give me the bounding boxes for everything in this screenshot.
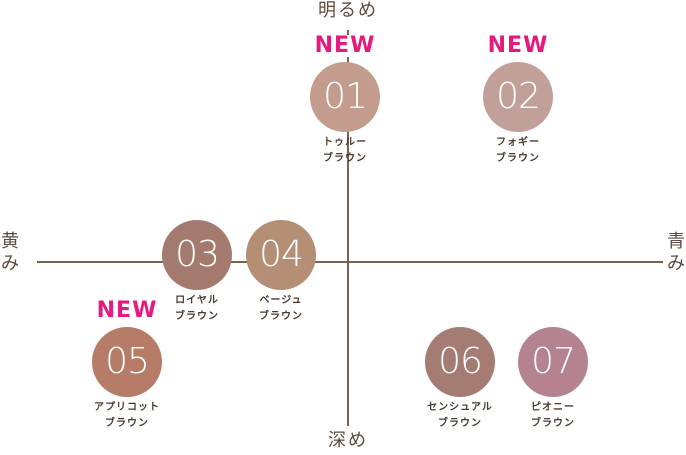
shade-name-line2: ブラウン — [105, 418, 149, 429]
shade-number: 04 — [259, 234, 304, 275]
axis-label-bottom: 深め — [318, 432, 378, 450]
shade-swatch-03: 03 — [162, 220, 232, 290]
shade-swatch-05: 05 — [92, 327, 162, 397]
new-badge: NEW — [92, 300, 162, 322]
shade-name-line1: ピオニー — [531, 402, 575, 413]
shade-number: 06 — [438, 341, 483, 382]
vertical-axis-line — [347, 30, 349, 426]
shade-swatch-02: 02 — [483, 62, 553, 132]
shade-number: 02 — [496, 76, 541, 117]
shade-swatch-01: 01 — [310, 62, 380, 132]
shade-name: ロイヤルブラウン — [137, 293, 257, 325]
shade-name: ピオニーブラウン — [493, 400, 613, 432]
new-badge: NEW — [310, 35, 380, 57]
shade-name-line1: ロイヤル — [175, 295, 219, 306]
shade-number: 03 — [175, 234, 220, 275]
shade-name-line2: ブラウン — [531, 418, 575, 429]
shade-name: センシュアルブラウン — [400, 400, 520, 432]
horizontal-axis-line — [37, 261, 663, 263]
shade-name: フォギーブラウン — [458, 135, 578, 167]
shade-swatch-06: 06 — [425, 327, 495, 397]
shade-name-line1: トゥルー — [323, 137, 367, 148]
shade-name-line2: ブラウン — [496, 153, 540, 164]
new-badge: NEW — [483, 35, 553, 57]
shade-name-line1: ベージュ — [259, 295, 303, 306]
shade-number: 07 — [531, 341, 576, 382]
shade-name-line1: センシュアル — [427, 402, 493, 413]
shade-name-line2: ブラウン — [175, 311, 219, 322]
axis-label-top: 明るめ — [318, 0, 378, 26]
shade-name-line1: アプリコット — [94, 402, 160, 413]
shade-name: トゥルーブラウン — [285, 135, 405, 167]
shade-swatch-07: 07 — [518, 327, 588, 397]
shade-name-line2: ブラウン — [323, 153, 367, 164]
shade-name: ベージュブラウン — [221, 293, 341, 325]
shade-name: アプリコットブラウン — [67, 400, 187, 432]
shade-name-line2: ブラウン — [438, 418, 482, 429]
shade-name-line2: ブラウン — [259, 311, 303, 322]
shade-number: 05 — [105, 341, 150, 382]
shade-swatch-04: 04 — [246, 220, 316, 290]
shade-name-line1: フォギー — [496, 137, 540, 148]
shade-number: 01 — [323, 76, 368, 117]
axis-label-right: 青み — [666, 231, 686, 275]
axis-label-left: 黄み — [0, 231, 20, 275]
